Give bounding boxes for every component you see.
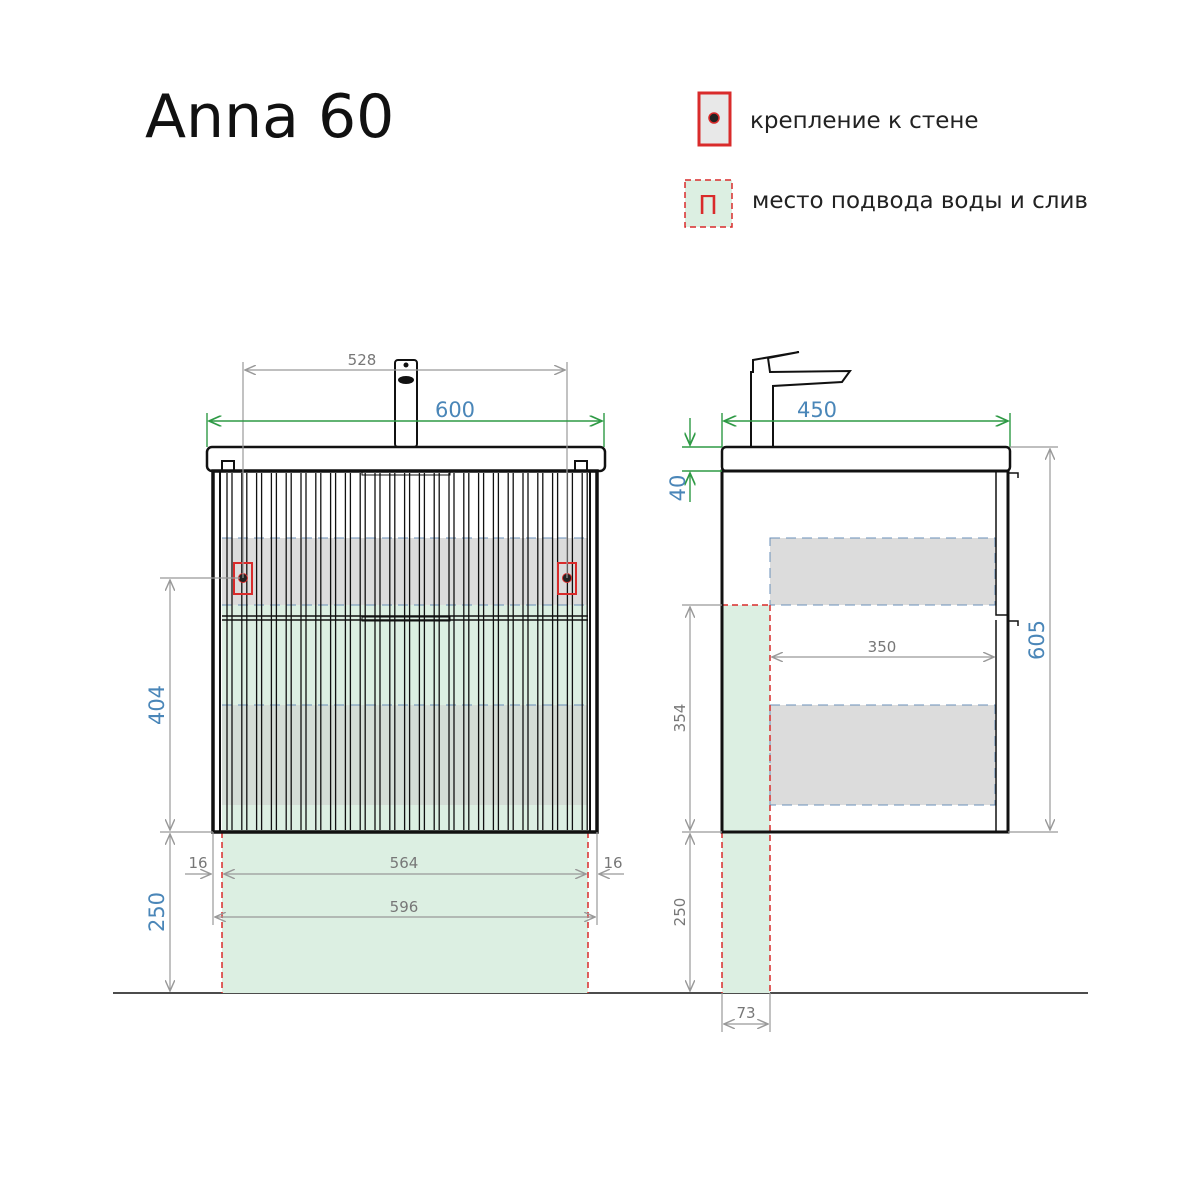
dim-450: 450 <box>797 398 837 422</box>
dim-600: 600 <box>435 398 475 422</box>
dim-528: 528 <box>348 351 377 369</box>
side-view: 450 40 605 350 354 250 73 <box>666 351 1058 1032</box>
drawer-handle-top <box>361 470 451 476</box>
dim-350: 350 <box>868 638 897 656</box>
dim-564: 564 <box>390 854 419 872</box>
faucet-side <box>750 351 852 447</box>
countertop <box>205 445 607 473</box>
faucet <box>394 359 418 448</box>
water-supply-icon <box>684 179 733 228</box>
front-view: 528 600 404 250 564 16 16 596 <box>145 351 624 993</box>
drawer-handle-bottom <box>361 616 451 622</box>
legend-water-supply: П место подвода воды и слив <box>684 179 1088 228</box>
dim-596: 596 <box>390 898 419 916</box>
cabinet-body-side <box>720 469 1010 834</box>
dim-250-front: 250 <box>145 892 169 932</box>
water-zone-side <box>722 605 770 993</box>
gray-zone-upper-side <box>769 537 996 606</box>
dim-605: 605 <box>1025 620 1049 660</box>
wall-mount-icon <box>697 91 732 147</box>
legend-label-wall-mount: крепление к стене <box>750 108 979 134</box>
dim-404: 404 <box>145 685 169 725</box>
page-title: Anna 60 <box>145 82 394 152</box>
gray-zone-lower-side <box>769 704 996 806</box>
dim-250-side: 250 <box>671 898 689 927</box>
dim-354: 354 <box>671 704 689 733</box>
dim-16-right: 16 <box>603 854 622 872</box>
dim-16-left: 16 <box>188 854 207 872</box>
dim-40: 40 <box>666 475 690 502</box>
legend-wall-mount: крепление к стене <box>697 91 979 147</box>
legend-label-water-supply: место подвода воды и слив <box>752 188 1088 214</box>
water-symbol: П <box>698 191 718 221</box>
countertop-side <box>720 445 1012 473</box>
dim-73: 73 <box>736 1004 755 1022</box>
